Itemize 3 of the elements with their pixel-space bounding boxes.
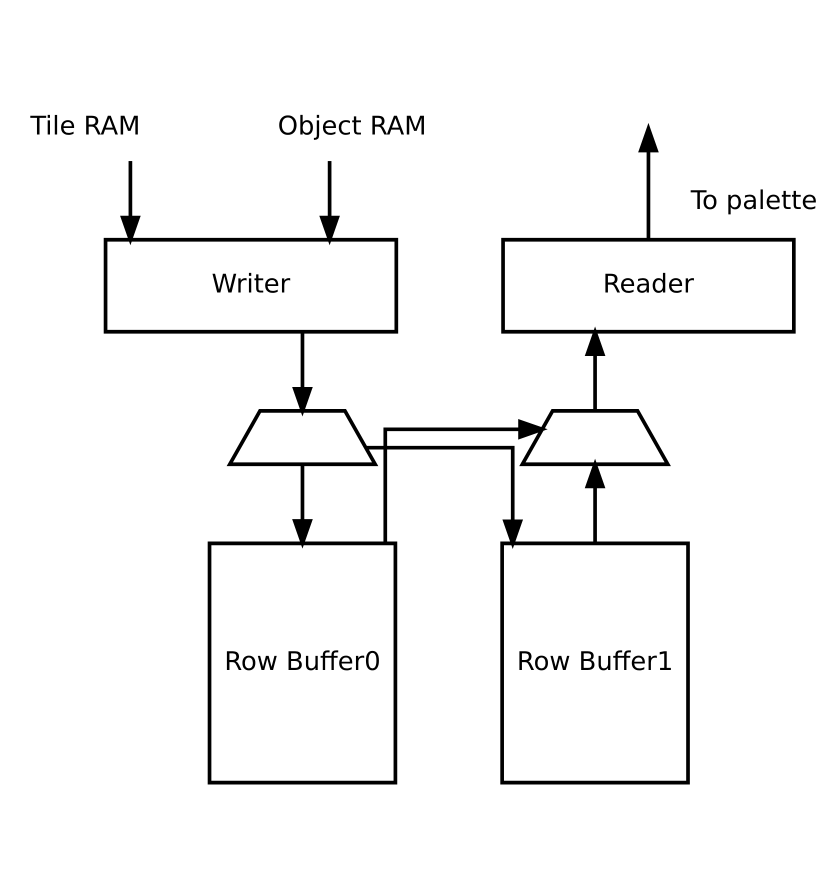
node-text: Object RAM: [278, 111, 427, 142]
node-text: Tile RAM: [30, 111, 140, 142]
edge-label: To palette: [690, 186, 818, 216]
